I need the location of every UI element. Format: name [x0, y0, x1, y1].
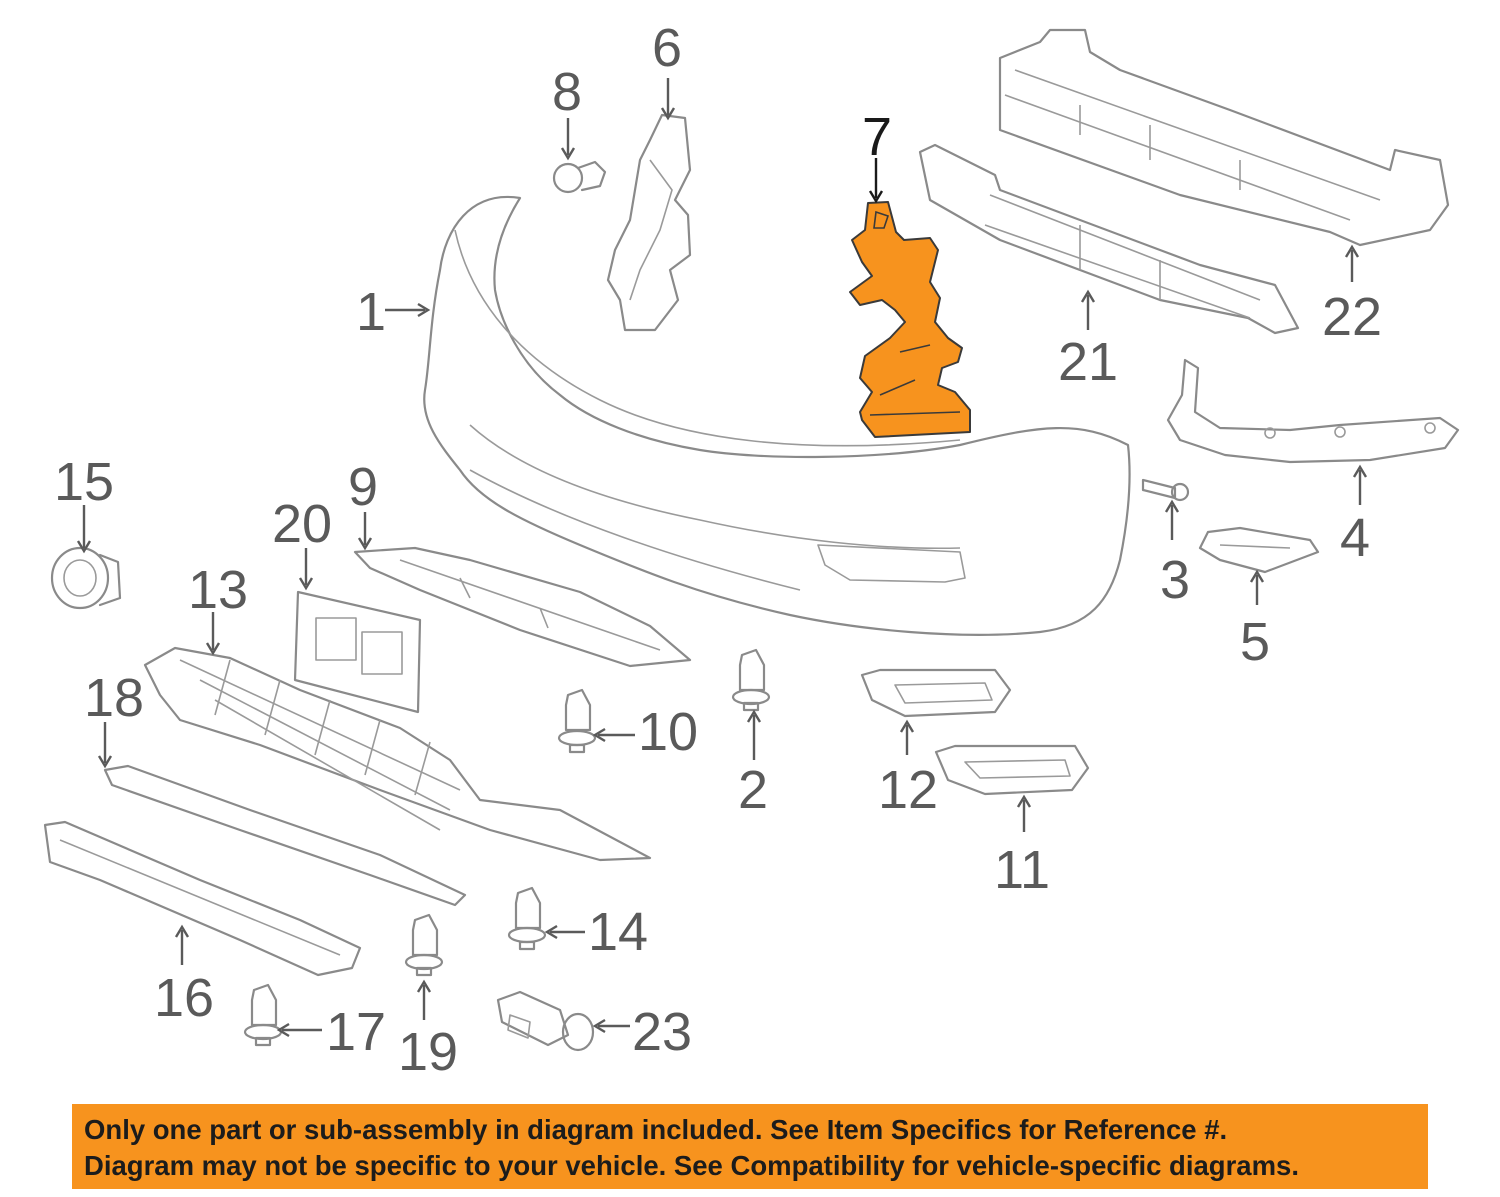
part-22-reinforcement-beam — [998, 28, 1450, 247]
callout-5: 5 — [1240, 612, 1270, 672]
callout-11: 11 — [994, 840, 1050, 900]
callout-9: 9 — [348, 457, 378, 517]
parts-diagram: 1 2 3 4 5 6 7 8 9 10 11 12 13 14 15 16 1… — [43, 18, 1460, 1082]
callout-2: 2 — [738, 760, 768, 820]
callout-4: 4 — [1340, 508, 1370, 568]
callout-20: 20 — [272, 494, 332, 554]
leader-arrows — [76, 78, 1368, 1038]
part-9-under-cover — [353, 546, 692, 668]
part-3-bolt — [1141, 478, 1190, 502]
callout-22: 22 — [1322, 287, 1382, 347]
part-1-bumper-cover — [423, 195, 1131, 636]
callout-6: 6 — [652, 18, 682, 78]
part-17-clip — [243, 983, 283, 1047]
part-20-license-bracket — [293, 590, 422, 714]
part-16-lower-trim — [43, 820, 362, 977]
part-4-side-support — [1166, 358, 1460, 464]
disclaimer-line-1: Only one part or sub-assembly in diagram… — [84, 1114, 1228, 1145]
callout-1: 1 — [356, 282, 386, 342]
part-19-clip — [404, 913, 444, 977]
disclaimer-line-2: Diagram may not be specific to your vehi… — [84, 1150, 1299, 1181]
callout-7: 7 — [862, 107, 892, 167]
part-11-fog-cover — [934, 744, 1090, 796]
callout-19: 19 — [398, 1022, 458, 1082]
callout-18: 18 — [84, 668, 144, 728]
part-15-sensor-ring — [50, 546, 122, 610]
part-7-highlighted-bracket — [849, 201, 971, 438]
callout-16: 16 — [154, 968, 214, 1028]
callout-3: 3 — [1160, 550, 1190, 610]
part-10-clip — [557, 688, 597, 754]
callout-13: 13 — [188, 560, 248, 620]
callout-21: 21 — [1058, 332, 1118, 392]
part-13-grille — [143, 646, 652, 862]
part-23-parking-sensor — [496, 990, 595, 1052]
part-5-small-bracket — [1198, 526, 1320, 574]
callout-14: 14 — [588, 902, 648, 962]
callout-15: 15 — [54, 452, 114, 512]
part-2-clip — [731, 648, 771, 712]
callout-23: 23 — [632, 1002, 692, 1062]
part-6-side-bracket — [606, 113, 692, 332]
callout-12: 12 — [878, 760, 938, 820]
part-12-fog-bezel — [860, 668, 1012, 718]
callout-labels: 1 2 3 4 5 6 7 8 9 10 11 12 13 14 15 16 1… — [54, 18, 1382, 1082]
part-21-energy-absorber — [918, 143, 1300, 335]
callout-17: 17 — [326, 1002, 386, 1062]
part-18-trim-strip — [103, 764, 467, 907]
disclaimer-banner: Only one part or sub-assembly in diagram… — [72, 1104, 1428, 1189]
part-8-clip — [552, 160, 607, 194]
part-14-clip — [507, 886, 547, 951]
callout-8: 8 — [552, 62, 582, 122]
callout-10: 10 — [638, 702, 698, 762]
